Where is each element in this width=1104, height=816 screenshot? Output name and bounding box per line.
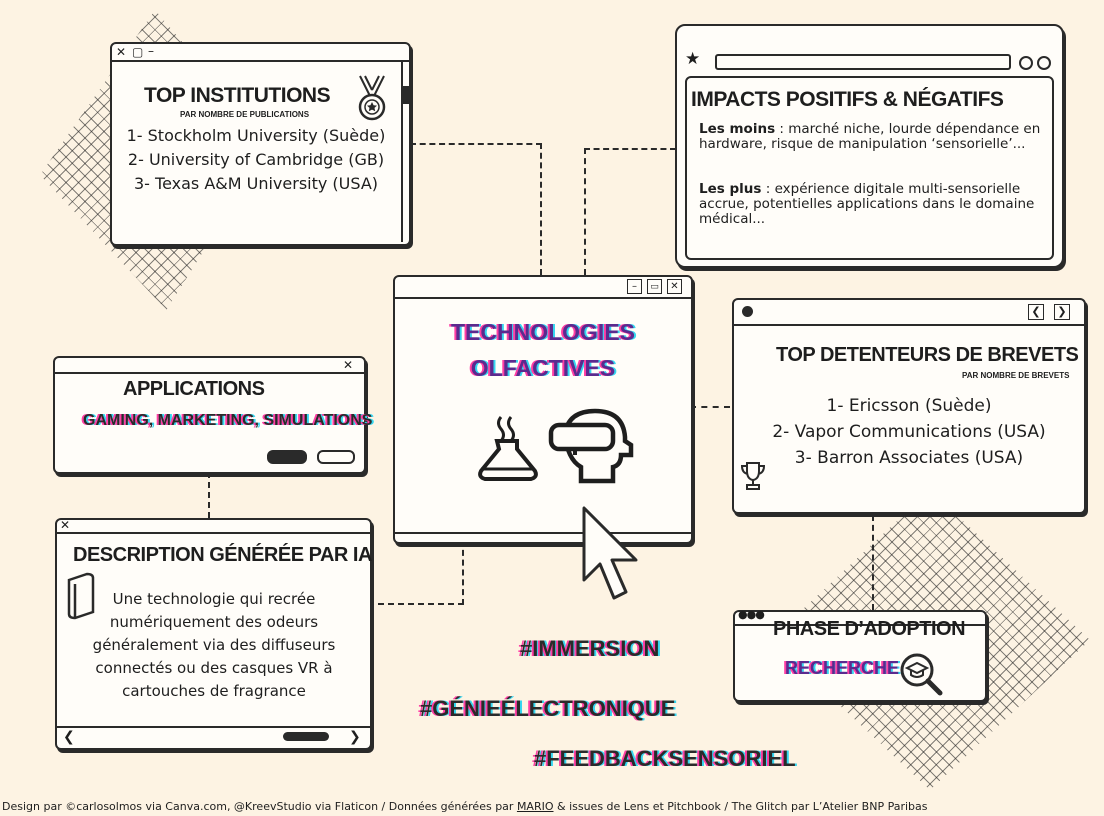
- cancel-button[interactable]: [317, 450, 355, 464]
- window-restore-icon[interactable]: ▢: [132, 45, 144, 59]
- institutions-list: 1- Stockholm University (Suède) 2- Unive…: [116, 124, 396, 196]
- scroll-right-icon[interactable]: ❯: [349, 729, 361, 745]
- mario-link[interactable]: MARIO: [516, 800, 554, 813]
- plus-text: : expérience digitale multi-sensorielle …: [699, 181, 1035, 227]
- list-item: 3- Texas A&M University (USA): [133, 174, 379, 193]
- adoption-phase: RECHERCHE: [785, 658, 900, 678]
- top-institutions-window: ✕ ▢ – TOP INSTITUTIONS PAR NOMBRE DE PUB…: [110, 42, 411, 246]
- trophy-icon: [740, 462, 766, 490]
- close-icon[interactable]: ✕: [667, 279, 682, 294]
- scrollbar-thumb[interactable]: [283, 732, 329, 741]
- close-icon[interactable]: ✕: [60, 518, 71, 532]
- footer-credits: Design par ©carlosolmos via Canva.com, @…: [2, 800, 928, 813]
- footer-text: Design par ©carlosolmos via Canva.com, @…: [2, 800, 517, 813]
- star-icon[interactable]: ★: [685, 49, 701, 69]
- center-title-line2: OLFACTIVES: [470, 355, 616, 381]
- medal-icon: [358, 75, 386, 121]
- forward-icon[interactable]: ❯: [1054, 304, 1070, 320]
- center-window: – ▭ ✕ TECHNOLOGIES OLFACTIVES: [393, 275, 693, 544]
- connector: [368, 540, 464, 605]
- window-dots-icon[interactable]: ●●●: [738, 608, 765, 621]
- list-item: 2- University of Cambridge (GB): [127, 150, 385, 169]
- maximize-icon[interactable]: ▭: [647, 279, 662, 294]
- window-button-icon[interactable]: [1037, 56, 1051, 70]
- connector: [410, 143, 542, 275]
- bottom-scrollbar[interactable]: [395, 532, 691, 542]
- center-title-line1: TECHNOLOGIES: [450, 319, 635, 345]
- hashtag-feedback-sensoriel: #FEEDBACKSENSORIEL: [534, 746, 796, 771]
- connector: [208, 472, 210, 518]
- description-window: ✕ DESCRIPTION GÉNÉRÉE PAR IA Une technol…: [55, 518, 372, 750]
- brevets-title: TOP DETENTEURS DE BREVETS: [776, 344, 1079, 366]
- list-item: 1- Stockholm University (Suède): [126, 126, 386, 145]
- title-bar: [57, 520, 370, 534]
- list-item: 2- Vapor Communications (USA): [772, 422, 1046, 442]
- minus-text: : marché niche, lourde dépendance en har…: [699, 121, 1041, 152]
- applications-title: APPLICATIONS: [123, 378, 265, 400]
- list-item: 1- Ericsson (Suède): [826, 396, 992, 416]
- title-bar: [734, 300, 1084, 326]
- scroll-left-icon[interactable]: ❮: [63, 729, 75, 745]
- title-bar: [735, 612, 985, 626]
- adoption-title: PHASE D’ADOPTION: [773, 618, 966, 640]
- book-icon: [67, 572, 95, 620]
- scrollbar[interactable]: [401, 60, 409, 242]
- institutions-title: TOP INSTITUTIONS: [144, 84, 331, 107]
- connector: [584, 148, 676, 275]
- connector: [690, 406, 730, 408]
- impacts-title: IMPACTS POSITIFS & NÉGATIFS: [691, 88, 1004, 111]
- diffuser-icon: [478, 416, 538, 481]
- minimize-icon[interactable]: –: [627, 279, 642, 294]
- research-magnifier-icon: [900, 653, 943, 696]
- vr-headset-icon: [548, 408, 634, 484]
- connector: [872, 515, 874, 610]
- window-button-icon[interactable]: [1019, 56, 1033, 70]
- hashtag-immersion: #IMMERSION: [520, 636, 660, 661]
- bottom-scrollbar[interactable]: ❮ ❯: [57, 726, 370, 748]
- impacts-window: ★ IMPACTS POSITIFS & NÉGATIFS Les moins …: [675, 24, 1064, 268]
- impacts-plus: Les plus : expérience digitale multi-sen…: [699, 182, 1044, 227]
- brevets-subtitle: PAR NOMBRE DE BREVETS: [962, 371, 1070, 380]
- brevets-list: 1- Ericsson (Suède) 2- Vapor Communicati…: [744, 393, 1074, 471]
- close-icon[interactable]: ✕: [343, 358, 354, 372]
- adoption-window: ●●● PHASE D’ADOPTION RECHERCHE: [733, 608, 987, 702]
- applications-list: GAMING, MARKETING, SIMULATIONS: [83, 412, 373, 429]
- address-bar[interactable]: [715, 54, 1011, 70]
- back-icon[interactable]: ❮: [1028, 304, 1044, 320]
- description-text: Une technologie qui recrée numériquement…: [92, 590, 336, 700]
- description-title: DESCRIPTION GÉNÉRÉE PAR IA: [73, 544, 372, 566]
- minus-label: Les moins: [699, 121, 776, 137]
- title-bar: [112, 44, 409, 62]
- close-icon[interactable]: ✕: [116, 45, 127, 59]
- ok-button[interactable]: [267, 450, 307, 464]
- hashtag-genie-electronique: #GÉNIEÉLECTRONIQUE: [420, 696, 676, 721]
- mouse-cursor-icon: [582, 506, 638, 600]
- minimize-icon[interactable]: –: [148, 44, 154, 58]
- plus-label: Les plus: [699, 181, 762, 197]
- impacts-inner-panel: IMPACTS POSITIFS & NÉGATIFS Les moins : …: [685, 76, 1054, 260]
- title-bar: [395, 277, 691, 299]
- institutions-subtitle: PAR NOMBRE DE PUBLICATIONS: [180, 110, 310, 119]
- brevets-window: ❮ ❯ TOP DETENTEURS DE BREVETS PAR NOMBRE…: [732, 298, 1086, 514]
- scrollbar-thumb[interactable]: [403, 86, 409, 104]
- impacts-minus: Les moins : marché niche, lourde dépenda…: [699, 122, 1044, 152]
- title-bar: [55, 358, 364, 374]
- list-item: 3- Barron Associates (USA): [794, 448, 1024, 468]
- footer-text: & issues de Lens et Pitchbook / The Glit…: [553, 800, 928, 813]
- applications-window: ✕ APPLICATIONS GAMING, MARKETING, SIMULA…: [53, 356, 372, 474]
- window-dot-icon[interactable]: [742, 306, 753, 317]
